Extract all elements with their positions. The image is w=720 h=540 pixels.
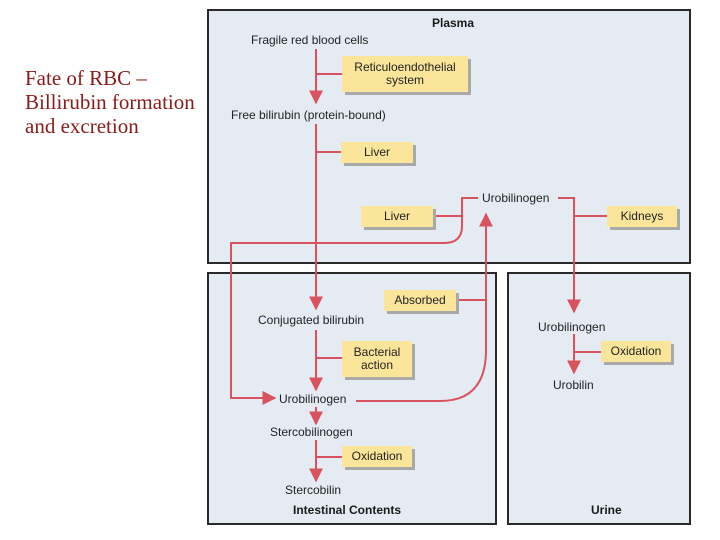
- box-liver-2: Liver: [361, 206, 433, 227]
- box-oxidation-intestine: Oxidation: [342, 446, 412, 467]
- node-conjugated-bilirubin: Conjugated bilirubin: [258, 313, 365, 327]
- box-absorbed: Absorbed: [384, 290, 456, 311]
- node-stercobilin: Stercobilin: [285, 483, 342, 497]
- box-oxidation-urine: Oxidation: [601, 341, 671, 362]
- box-bacterial-action: Bacterial action: [342, 341, 412, 377]
- urine-panel: [507, 272, 691, 525]
- box-reticuloendothelial: Reticuloendothelial system: [342, 56, 468, 92]
- plasma-label: Plasma: [432, 16, 475, 30]
- node-urobilinogen-intestine: Urobilinogen: [279, 392, 347, 406]
- node-urobilinogen-plasma: Urobilinogen: [482, 191, 550, 205]
- node-free-bilirubin: Free bilirubin (protein-bound): [231, 108, 386, 122]
- node-urobilin: Urobilin: [553, 378, 594, 392]
- urine-label: Urine: [591, 503, 622, 517]
- slide-title: Fate of RBC – Billirubin formation and e…: [25, 66, 195, 138]
- intestinal-contents-label: Intestinal Contents: [293, 503, 402, 517]
- box-kidneys: Kidneys: [607, 206, 677, 227]
- box-liver-1: Liver: [341, 142, 413, 163]
- node-stercobilinogen: Stercobilinogen: [270, 425, 353, 439]
- node-fragile-rbc: Fragile red blood cells: [251, 33, 369, 47]
- node-urobilinogen-urine: Urobilinogen: [538, 320, 606, 334]
